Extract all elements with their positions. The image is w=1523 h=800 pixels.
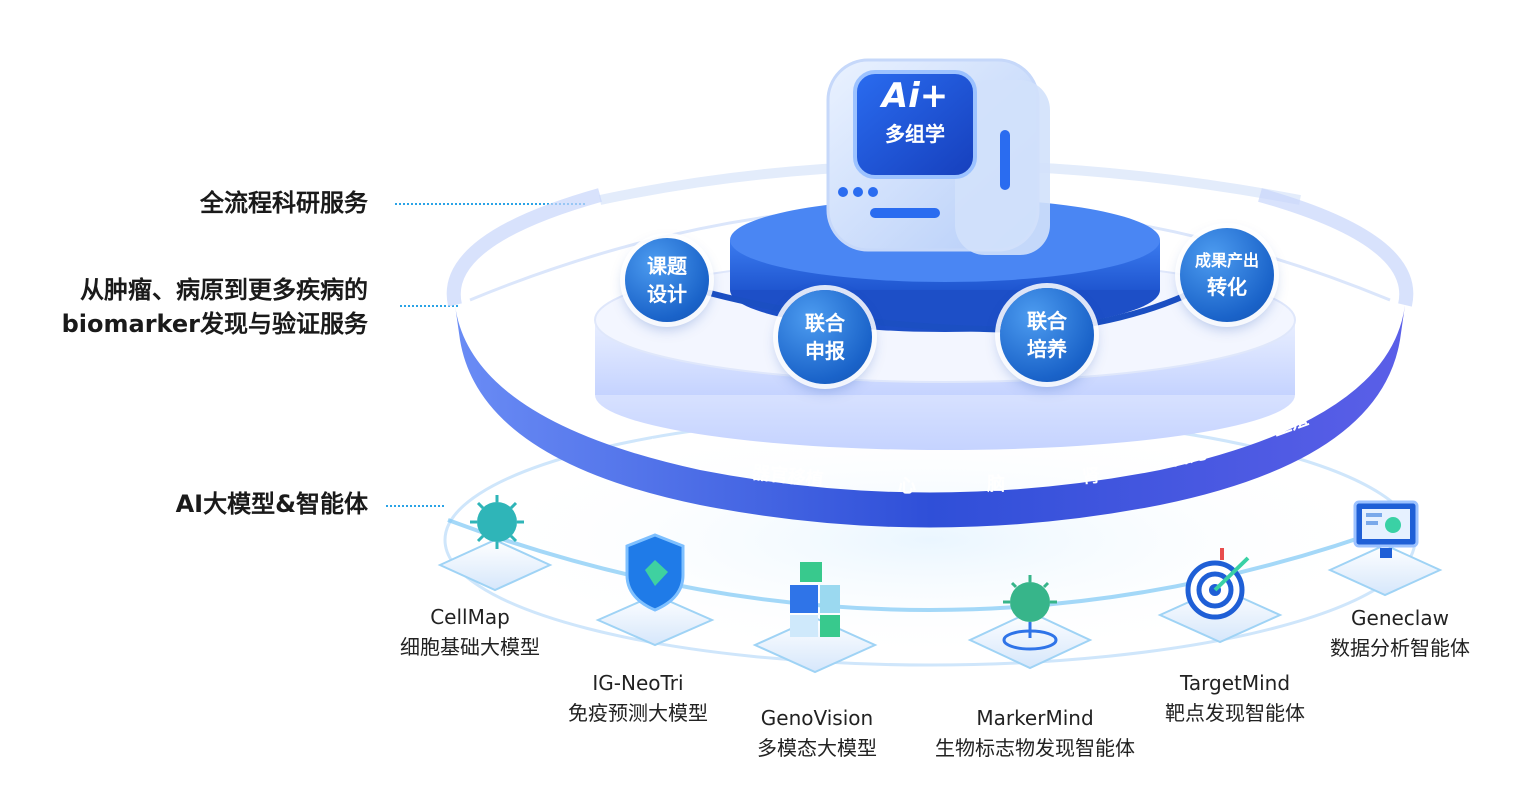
model-name: IG-NeoTri <box>592 671 684 695</box>
pathogen-icon <box>967 575 1093 670</box>
core-cube-icon <box>826 58 1050 255</box>
model-desc: 靶点发现智能体 <box>1165 701 1305 725</box>
step-line: 设计 <box>647 282 687 306</box>
monitor-icon <box>1327 500 1443 597</box>
label-ai-models: AI大模型&智能体 <box>60 487 368 521</box>
model-desc: 生物标志物发现智能体 <box>935 736 1135 760</box>
model-desc: 数据分析智能体 <box>1330 636 1470 660</box>
model-name: MarkerMind <box>976 706 1094 730</box>
process-step-topic-design: 课题 设计 <box>625 238 709 322</box>
label-text: AI大模型&智能体 <box>175 490 368 518</box>
process-step-joint-training: 联合 培养 <box>1000 288 1094 382</box>
model-genovision: GenoVision 多模态大模型 <box>727 703 907 763</box>
model-cellmap: CellMap 细胞基础大模型 <box>380 602 560 662</box>
label-line: 从肿瘤、病原到更多疾病的 <box>80 276 368 304</box>
model-markermind: MarkerMind 生物标志物发现智能体 <box>910 703 1160 763</box>
step-line: 申报 <box>805 339 845 363</box>
model-name: GenoVision <box>760 706 874 730</box>
model-name: CellMap <box>430 605 510 629</box>
virus-icon <box>437 495 553 592</box>
step-line: 培养 <box>1027 337 1067 361</box>
label-line: biomarker发现与验证服务 <box>61 310 368 338</box>
connector-dots <box>400 305 458 307</box>
model-desc: 多模态大模型 <box>757 736 877 760</box>
shield-icon <box>595 533 715 647</box>
disease-label: 心 <box>898 476 916 497</box>
model-name: Geneclaw <box>1351 606 1449 630</box>
cubes-icon <box>752 562 878 674</box>
model-geneclaw: Geneclaw 数据分析智能体 <box>1305 603 1495 663</box>
model-ig-neotri: IG-NeoTri 免疫预测大模型 <box>548 668 728 728</box>
process-step-results-transfer: 成果产出 转化 <box>1180 228 1274 322</box>
cube-title: Ai+ <box>881 76 949 116</box>
disease-label: 脑 <box>987 474 1005 495</box>
model-name: TargetMind <box>1179 671 1291 695</box>
step-line: 联合 <box>1027 309 1067 333</box>
label-full-process-service: 全流程科研服务 <box>60 186 368 220</box>
step-line: 联合 <box>805 311 845 335</box>
model-desc: 细胞基础大模型 <box>400 635 540 659</box>
cube-subtitle: 多组学 <box>885 122 945 146</box>
step-line: 课题 <box>647 254 687 278</box>
model-desc: 免疫预测大模型 <box>568 701 708 725</box>
connector-dots <box>386 505 444 507</box>
label-biomarker-service: 从肿瘤、病原到更多疾病的 biomarker发现与验证服务 <box>0 273 368 341</box>
step-line: 成果产出 <box>1194 251 1259 270</box>
label-text: 全流程科研服务 <box>200 189 368 217</box>
process-step-joint-application: 联合 申报 <box>778 290 872 384</box>
connector-dots <box>395 203 585 205</box>
target-icon <box>1157 548 1283 644</box>
model-targetmind: TargetMind 靶点发现智能体 <box>1140 668 1330 728</box>
step-line: 转化 <box>1207 275 1247 299</box>
